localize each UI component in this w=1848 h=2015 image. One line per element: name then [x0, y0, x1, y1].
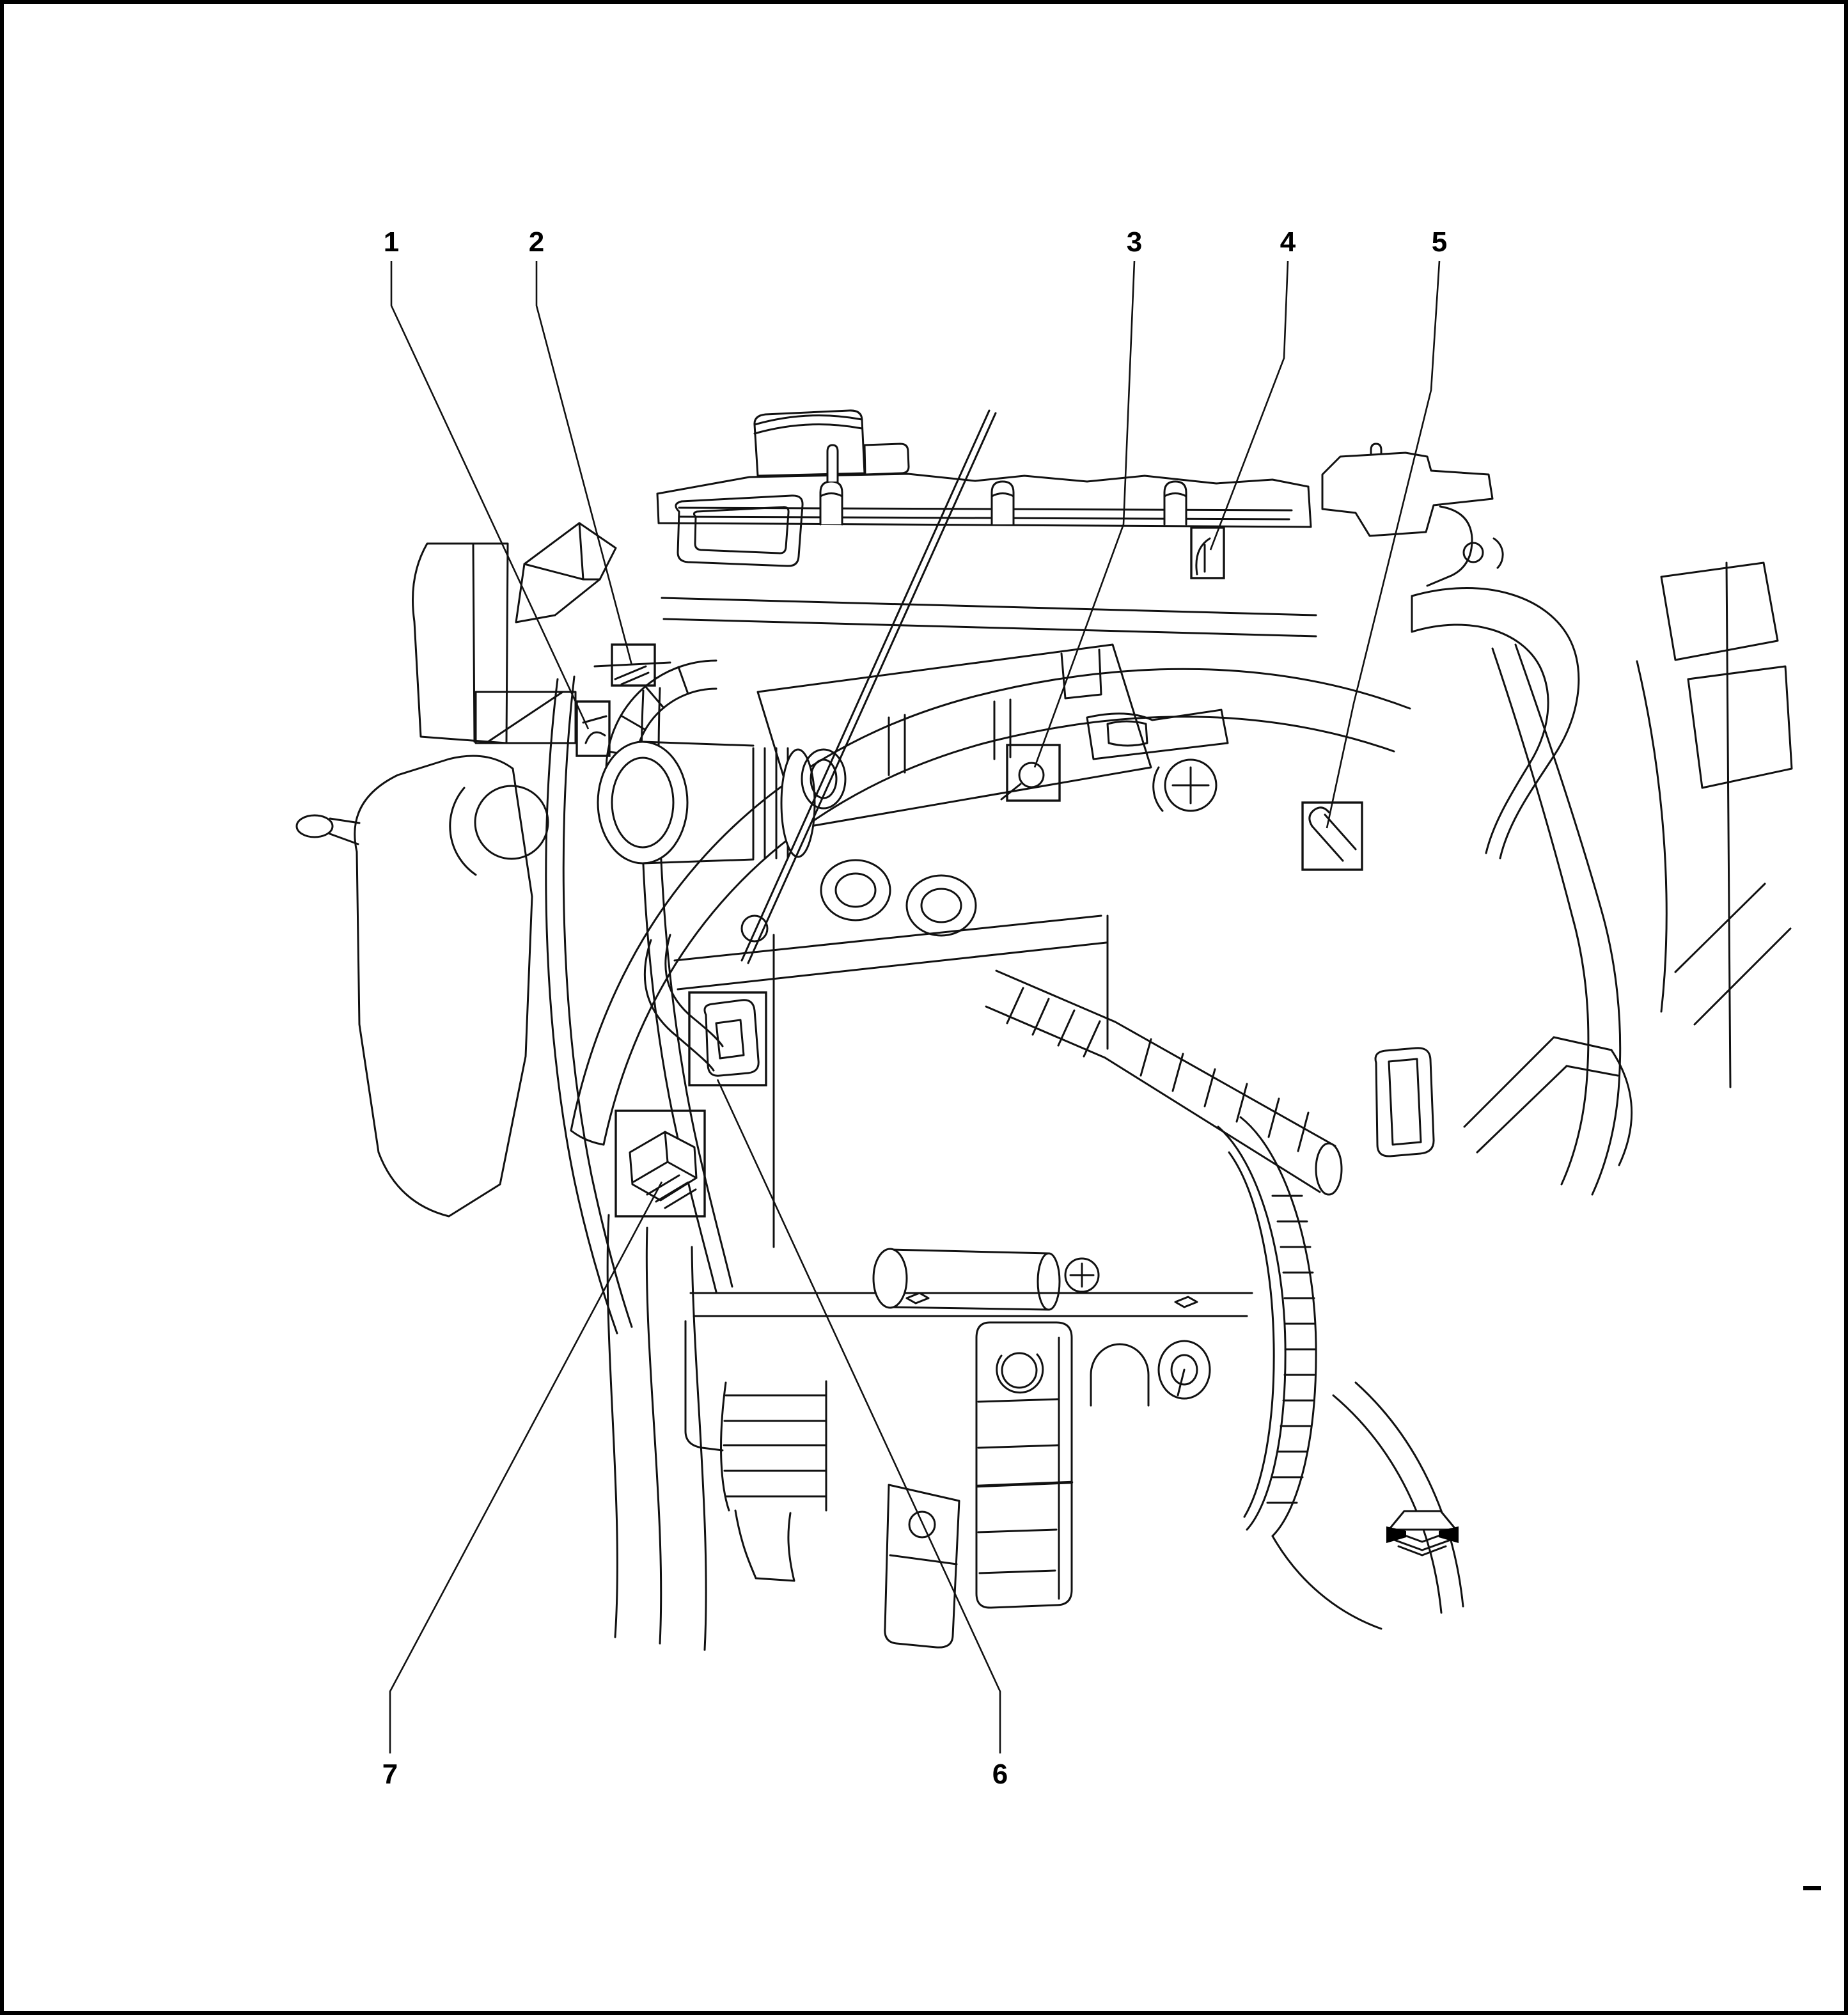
callout-leader-line [535, 261, 633, 666]
callout-target-box [576, 700, 611, 757]
callout-number: 1 [384, 226, 399, 258]
callout-target-box [1190, 526, 1225, 579]
callout-number: 5 [1432, 226, 1447, 258]
callout-3: 3 [1006, 226, 1142, 802]
callouts-layer: 1 2 3 4 5 6 7 [382, 226, 1447, 1790]
callout-number: 6 [992, 1759, 1008, 1790]
callout-leader-line [716, 1079, 1001, 1753]
callout-2: 2 [529, 226, 656, 687]
callout-number: 4 [1280, 226, 1296, 258]
callout-1: 1 [384, 226, 611, 757]
view-direction-icon [1386, 1510, 1459, 1556]
callout-target-box [615, 1109, 706, 1218]
callout-number: 3 [1127, 226, 1142, 258]
callout-target-box [1301, 801, 1363, 871]
callout-5: 5 [1301, 226, 1447, 871]
callout-7: 7 [382, 1109, 706, 1790]
callout-number: 2 [529, 226, 544, 258]
callout-target-box [611, 643, 656, 687]
callout-leader-line [390, 261, 590, 730]
callout-6: 6 [688, 991, 1008, 1790]
callout-leader-line [1033, 260, 1136, 768]
callout-target-box [1006, 744, 1061, 802]
callout-leader-line [1209, 260, 1289, 551]
callout-target-box [688, 991, 767, 1086]
engine-line-art [295, 409, 1793, 1651]
page-mark [1803, 1886, 1821, 1890]
callout-4: 4 [1190, 226, 1296, 579]
callout-number: 7 [382, 1759, 398, 1790]
callout-leader-line [1326, 260, 1441, 829]
callout-leader-line [389, 1181, 663, 1753]
